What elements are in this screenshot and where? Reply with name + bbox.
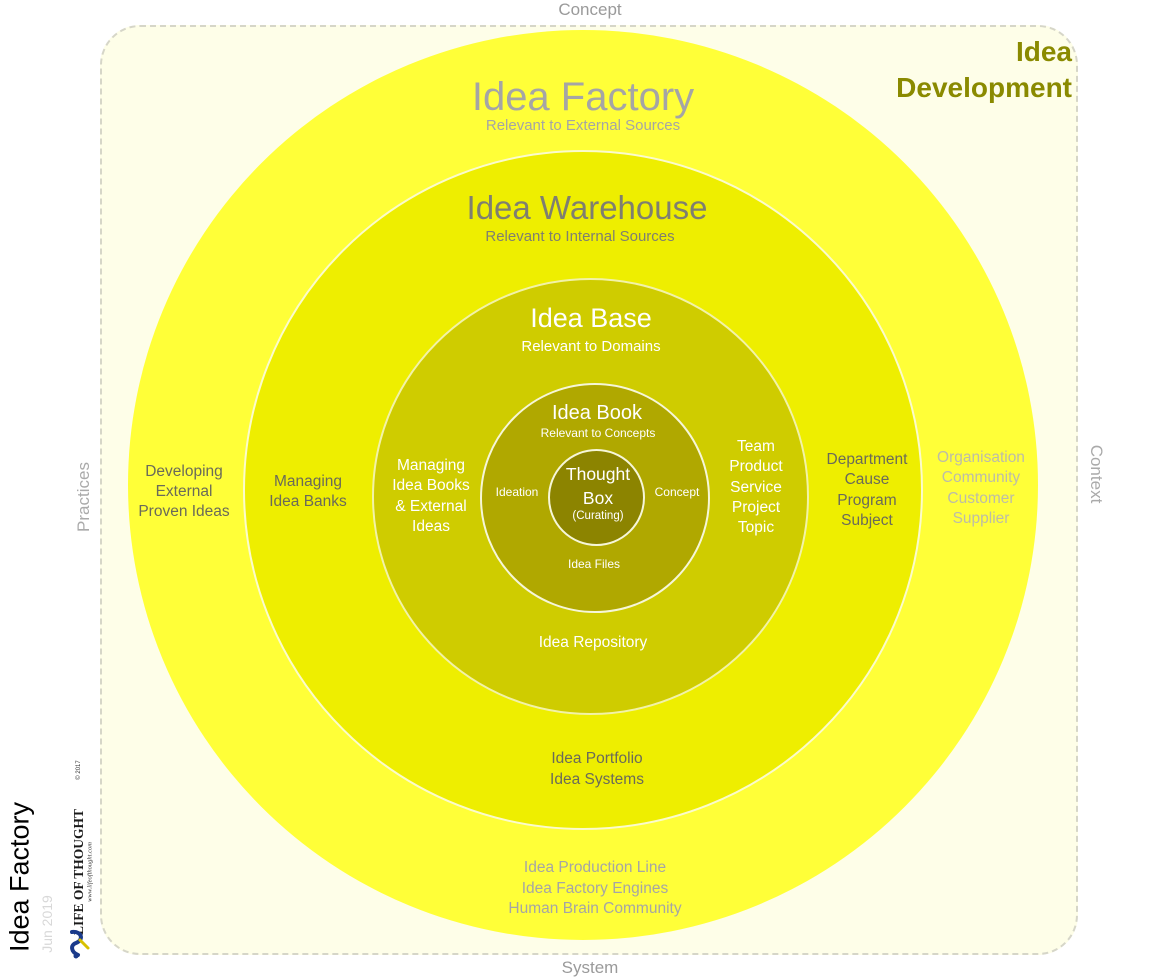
left-line: External [155, 483, 213, 500]
logo-mark-icon [70, 929, 90, 959]
idea-book-right-text: Concept [654, 485, 700, 499]
idea-book-subtitle: Relevant to Concepts [540, 426, 656, 440]
logo-url: www.lifeofthought.com [86, 842, 94, 902]
left-line: Proven Ideas [138, 503, 230, 520]
thought-box-subtitle: (Curating) [572, 510, 624, 522]
idea-warehouse-bottom-text: Idea Portfolio Idea Systems [497, 748, 697, 790]
date-label: Jun 2019 [39, 895, 55, 953]
axis-label-bottom: System [561, 958, 619, 977]
thought-box-title: Thought Box [548, 462, 648, 510]
ring-thought-box [548, 449, 645, 546]
idea-base-subtitle: Relevant to Domains [521, 338, 661, 355]
idea-factory-left-text: Developing External Proven Ideas [124, 462, 244, 522]
outside-line: Customer [947, 489, 1015, 507]
left-line: Developing [145, 463, 223, 480]
idea-base-right-text: Team Product Service Project Topic [711, 437, 801, 538]
idea-warehouse-left-text: Managing Idea Banks [248, 472, 368, 512]
side-title: Idea Factory [4, 801, 35, 953]
right-line: Project [731, 498, 781, 516]
bottom-line: Idea Production Line [523, 859, 667, 876]
logo-copyright: © 2017 [76, 760, 82, 780]
idea-factory-title: Idea Factory [471, 75, 695, 119]
thought-box-line: Thought [565, 464, 631, 484]
axis-label-right: Context [1087, 444, 1106, 504]
logo-name: LIFE OF THOUGHT [71, 808, 86, 936]
idea-base-bottom-text: Idea Repository [538, 634, 648, 651]
axis-label-left: Practices [74, 462, 93, 532]
right-line: Subject [841, 511, 893, 529]
corner-title: Idea Development [896, 34, 1072, 106]
corner-title-line1: Idea [1015, 36, 1072, 67]
right-line: Program [837, 491, 897, 509]
idea-book-bottom-text: Idea Files [567, 557, 621, 571]
right-line: Product [729, 458, 783, 476]
idea-warehouse-title: Idea Warehouse [466, 189, 708, 226]
idea-base-left-text: Managing Idea Books & External Ideas [376, 456, 486, 537]
left-line: Managing [396, 457, 466, 474]
outside-line: Community [941, 469, 1021, 487]
outside-line: Organisation [937, 449, 1025, 466]
thought-box-line: Box [582, 488, 614, 508]
left-line: & External [395, 497, 467, 515]
idea-warehouse-subtitle: Relevant to Internal Sources [485, 228, 675, 245]
idea-book-left-text: Ideation [495, 485, 539, 499]
idea-factory-subtitle: Relevant to External Sources [485, 117, 681, 134]
idea-factory-bottom-text: Idea Production Line Idea Factory Engine… [455, 858, 735, 920]
bottom-line: Idea Factory Engines [521, 879, 669, 897]
outside-line: Supplier [952, 509, 1010, 527]
idea-base-title: Idea Base [530, 303, 652, 333]
left-line: Idea Banks [269, 493, 347, 510]
left-line: Managing [273, 473, 343, 490]
corner-title-line2: Development [896, 72, 1072, 103]
bottom-line: Idea Portfolio [551, 750, 643, 767]
axis-label-top: Concept [558, 0, 622, 19]
outside-right-text: Organisation Community Customer Supplier [921, 448, 1041, 529]
idea-book-title: Idea Book [551, 402, 643, 424]
idea-warehouse-right-text: Department Cause Program Subject [812, 450, 922, 531]
right-line: Cause [844, 471, 890, 489]
bottom-line: Idea Systems [550, 771, 644, 788]
right-line: Service [730, 478, 782, 496]
left-line: Idea Books [392, 477, 470, 495]
right-line: Topic [737, 519, 775, 537]
right-line: Department [826, 451, 908, 468]
bottom-line: Human Brain Community [508, 900, 682, 917]
right-line: Team [737, 438, 775, 455]
left-line: Ideas [412, 517, 450, 535]
life-of-thought-logo: LIFE OF THOUGHT www.lifeofthought.com © … [58, 760, 104, 960]
